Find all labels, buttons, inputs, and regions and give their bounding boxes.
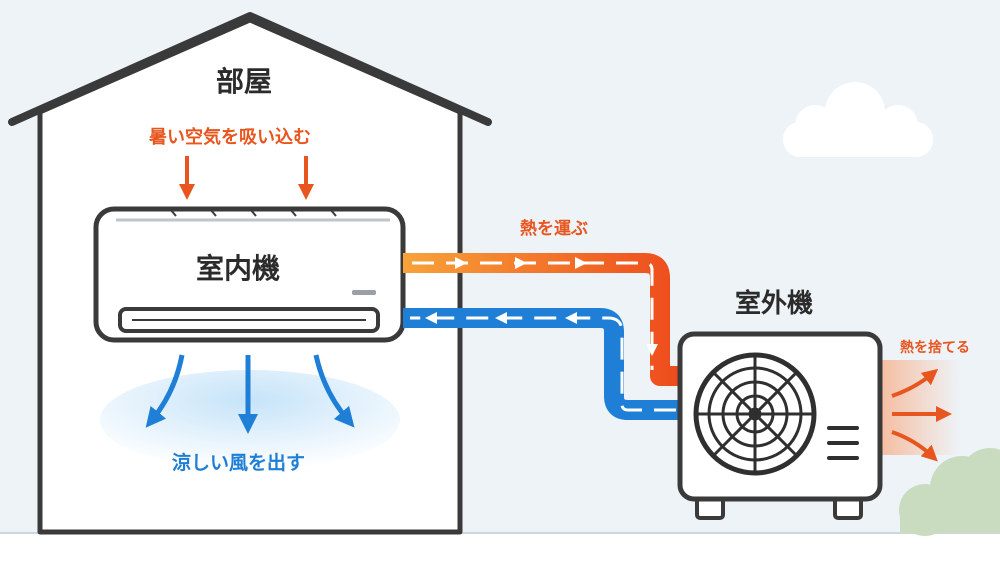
hot-flow-arrow-1 xyxy=(455,257,467,269)
vent-grille xyxy=(827,426,859,460)
release-heat-label: 熱を捨てる xyxy=(900,340,970,356)
cold-flow-arrow-3 xyxy=(565,312,577,324)
cool-arrow-left xyxy=(145,354,185,428)
house-roof xyxy=(8,12,492,126)
cold-flow-arrow-2 xyxy=(495,312,507,324)
heat-glow xyxy=(880,360,960,455)
cold-flow-arrow-1 xyxy=(425,312,437,324)
room-label: 部屋 xyxy=(216,65,273,98)
ground xyxy=(0,533,1000,563)
hot-flow-arrow-4 xyxy=(646,344,658,356)
cool-arrow-right xyxy=(313,354,355,428)
indoor-unit-label: 室内機 xyxy=(196,252,281,285)
cold-pipe xyxy=(403,308,680,420)
cloud xyxy=(783,82,933,157)
hot-pipe xyxy=(403,253,680,386)
hot-flow-arrow-2 xyxy=(515,257,527,269)
intake-label: 暑い空気を吸い込む xyxy=(149,127,311,148)
hot-flow-arrow-3 xyxy=(575,257,587,269)
heat-arrow-down xyxy=(891,430,938,462)
carry-heat-label: 熱を運ぶ xyxy=(520,219,588,239)
bush xyxy=(899,448,1000,536)
heat-arrow-up xyxy=(891,368,939,398)
cool-air-label: 涼しい風を出す xyxy=(172,452,306,474)
indoor-unit xyxy=(93,206,406,343)
outdoor-unit-label: 室外機 xyxy=(735,289,814,319)
fan-icon xyxy=(693,352,817,476)
